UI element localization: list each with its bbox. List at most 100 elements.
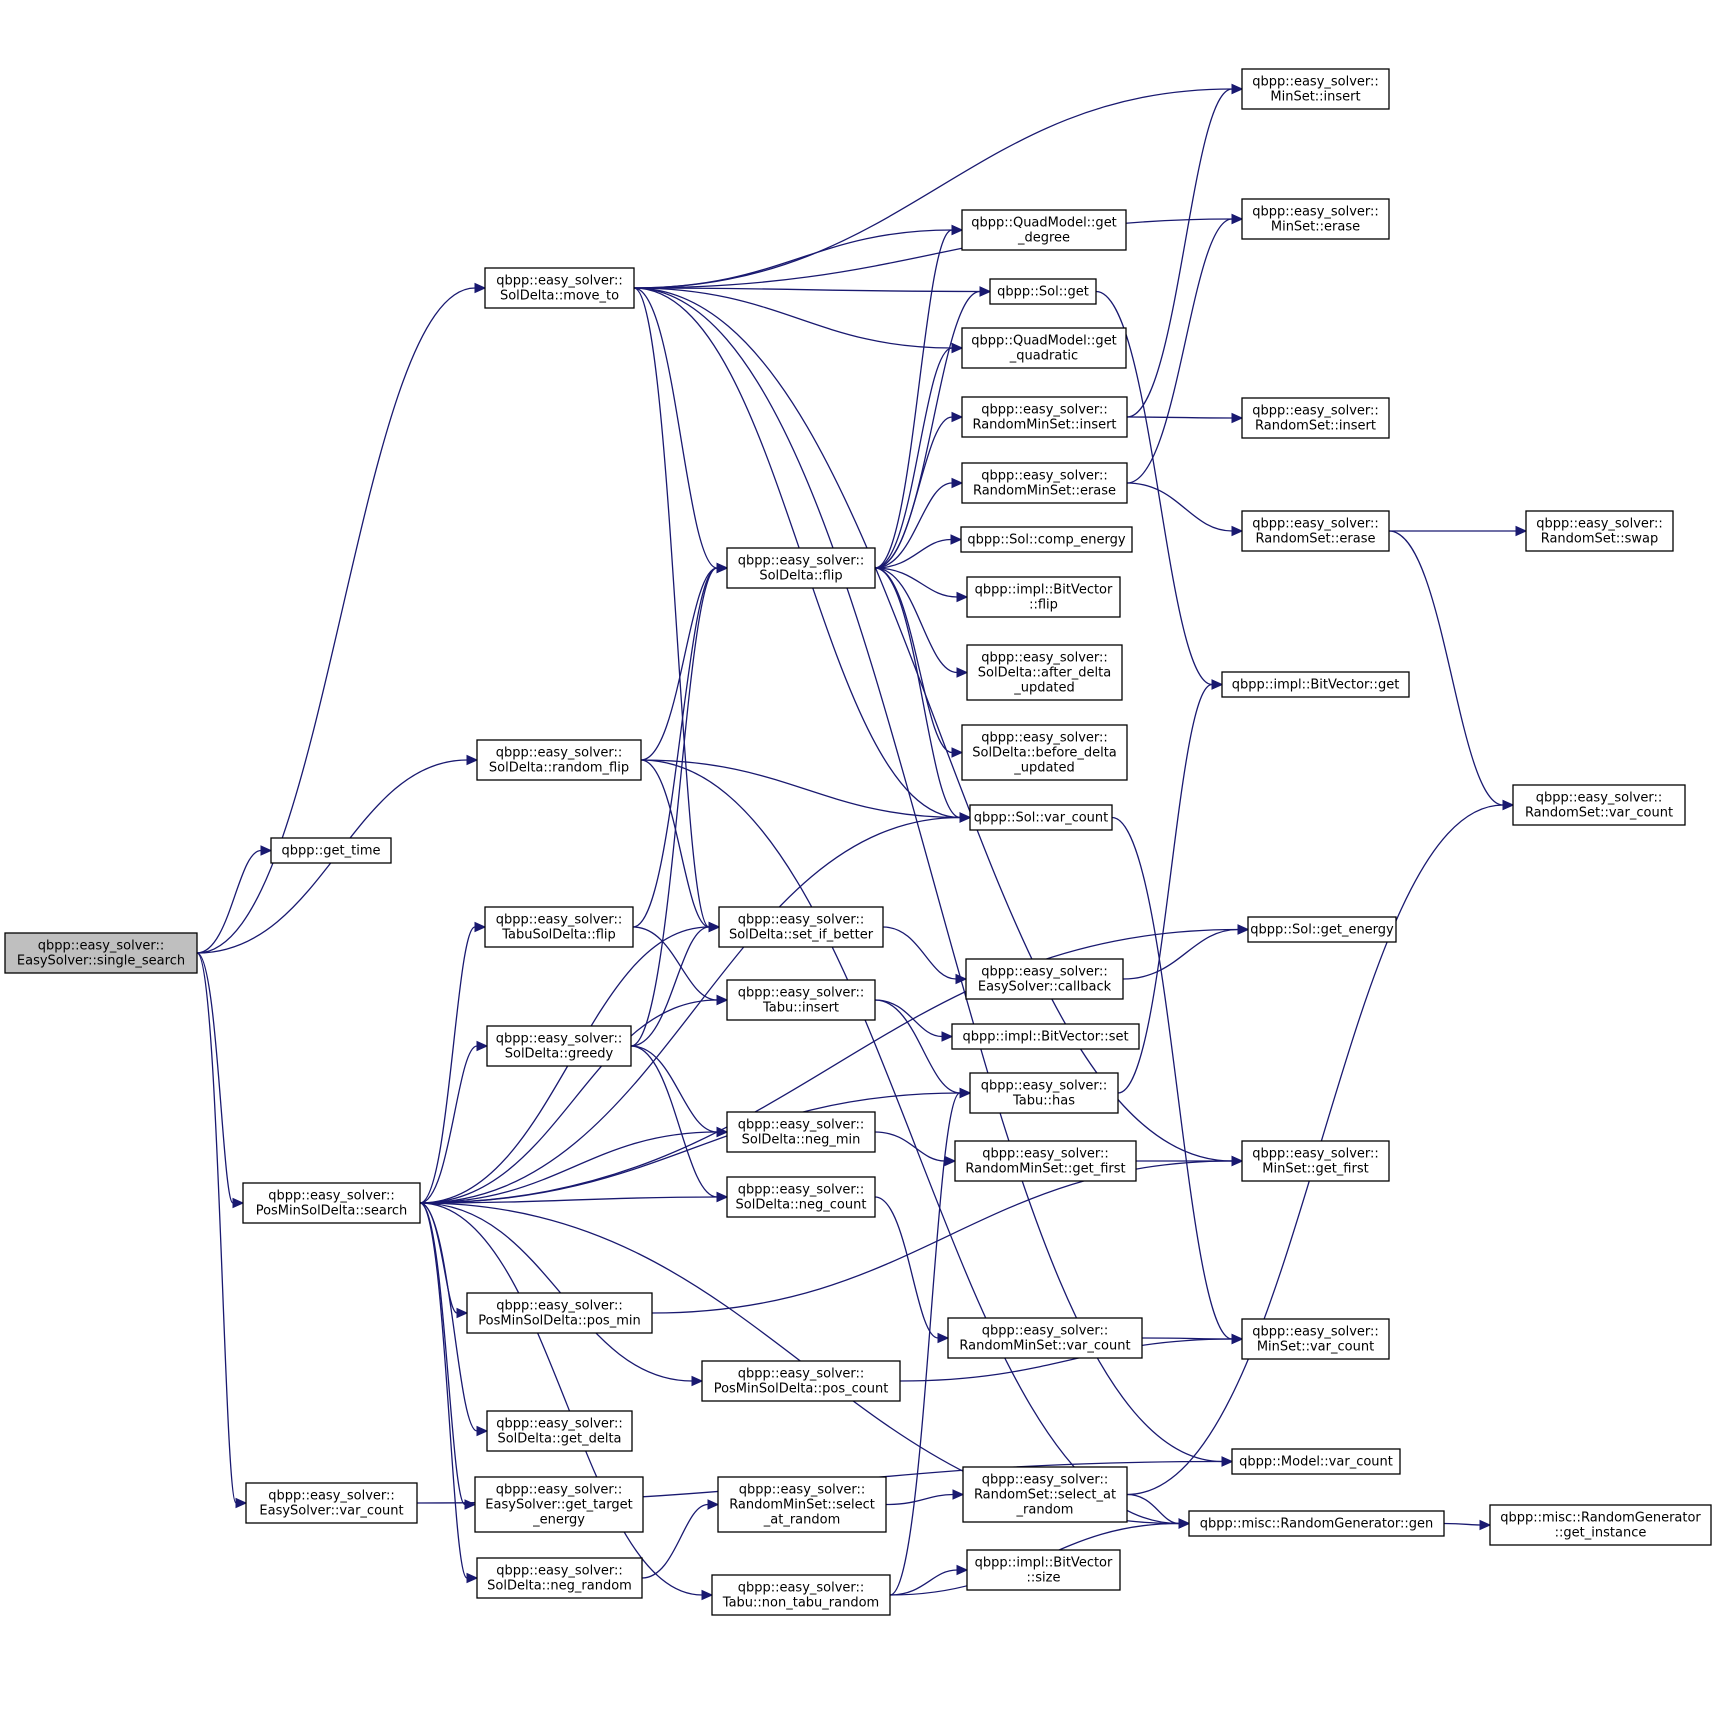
node-label-line: MinSet::get_first — [1262, 1162, 1368, 1177]
edge-move_to-to-ms_get_first — [633, 287, 1244, 1167]
edge-line — [874, 567, 958, 598]
node-rs_swap[interactable]: qbpp::easy_solver::RandomSet::swap — [1525, 510, 1674, 552]
node-label-line: qbpp::easy_solver:: — [1252, 517, 1379, 532]
node-set_if_better[interactable]: qbpp::easy_solver::SolDelta::set_if_bett… — [718, 906, 884, 948]
node-pos_min[interactable]: qbpp::easy_solver::PosMinSolDelta::pos_m… — [466, 1292, 653, 1334]
node-get_time[interactable]: qbpp::get_time — [270, 837, 392, 864]
node-label-line: SolDelta::move_to — [500, 289, 619, 304]
node-pos_count[interactable]: qbpp::easy_solver::PosMinSolDelta::pos_c… — [701, 1360, 901, 1402]
node-label-line: qbpp::impl::BitVector::set — [962, 1030, 1128, 1045]
arrowhead-icon — [951, 477, 964, 489]
node-sol_get[interactable]: qbpp::Sol::get — [989, 278, 1097, 305]
node-es_callback[interactable]: qbpp::easy_solver::EasySolver::callback — [965, 958, 1124, 1000]
node-label-line: SolDelta::neg_random — [487, 1579, 632, 1594]
node-move_to[interactable]: qbpp::easy_solver::SolDelta::move_to — [484, 267, 635, 309]
node-sol_var_count[interactable]: qbpp::Sol::var_count — [969, 804, 1113, 831]
edge-sd_flip-to-get_degree — [874, 224, 964, 569]
node-label-line: _energy — [532, 1513, 585, 1528]
node-bv_get[interactable]: qbpp::impl::BitVector::get — [1221, 671, 1410, 698]
edge-line — [633, 287, 1223, 1463]
node-neg_random[interactable]: qbpp::easy_solver::SolDelta::neg_random — [476, 1557, 643, 1599]
node-rs_var_count[interactable]: qbpp::easy_solver::RandomSet::var_count — [1512, 784, 1686, 826]
edge-line — [1388, 530, 1504, 806]
node-tabu_flip[interactable]: qbpp::easy_solver::TabuSolDelta::flip — [484, 906, 634, 948]
edge-line — [419, 1202, 693, 1382]
node-greedy[interactable]: qbpp::easy_solver::SolDelta::greedy — [486, 1025, 632, 1067]
node-single_search[interactable]: qbpp::easy_solver::EasySolver::single_se… — [4, 932, 198, 974]
node-rg_gen[interactable]: qbpp::misc::RandomGenerator::gen — [1188, 1510, 1445, 1537]
node-non_tabu_random[interactable]: qbpp::easy_solver::Tabu::non_tabu_random — [711, 1574, 891, 1616]
node-get_delta[interactable]: qbpp::easy_solver::SolDelta::get_delta — [486, 1410, 633, 1452]
node-pm_search[interactable]: qbpp::easy_solver::PosMinSolDelta::searc… — [242, 1182, 421, 1224]
arrowhead-icon — [1502, 799, 1515, 811]
node-ms_var_count[interactable]: qbpp::easy_solver::MinSet::var_count — [1241, 1318, 1390, 1360]
edge-line — [633, 287, 1233, 1162]
node-label-line: qbpp::impl::BitVector::get — [1232, 678, 1400, 693]
node-rs_select[interactable]: qbpp::easy_solver::RandomSet::select_at_… — [962, 1466, 1128, 1523]
edge-sd_flip-to-after_delta — [874, 567, 969, 678]
node-rg_get_instance[interactable]: qbpp::misc::RandomGenerator::get_instanc… — [1489, 1504, 1712, 1546]
node-label-line: RandomMinSet::insert — [972, 418, 1116, 433]
node-tabu_has[interactable]: qbpp::easy_solver::Tabu::has — [969, 1072, 1119, 1114]
edge-line — [633, 229, 953, 289]
node-comp_energy[interactable]: qbpp::Sol::comp_energy — [960, 526, 1133, 553]
edge-line — [1443, 1522, 1481, 1526]
node-label-line: qbpp::easy_solver:: — [738, 913, 865, 928]
node-rms_select[interactable]: qbpp::easy_solver::RandomMinSet::select_… — [717, 1476, 887, 1533]
nodes-layer: qbpp::easy_solver::EasySolver::single_se… — [4, 68, 1712, 1616]
node-rms_erase[interactable]: qbpp::easy_solver::RandomMinSet::erase — [961, 462, 1128, 504]
node-bv_size[interactable]: qbpp::impl::BitVector::size — [966, 1549, 1121, 1591]
node-label-line: RandomMinSet::get_first — [965, 1162, 1125, 1177]
node-tabu_insert[interactable]: qbpp::easy_solver::Tabu::insert — [726, 979, 876, 1021]
node-bv_set[interactable]: qbpp::impl::BitVector::set — [951, 1023, 1140, 1050]
edge-non_tabu_random-to-bv_size — [889, 1564, 969, 1596]
node-label-line: qbpp::QuadModel::get — [971, 334, 1117, 349]
node-label-line: qbpp::misc::RandomGenerator::gen — [1200, 1517, 1434, 1532]
node-label-line: qbpp::impl::BitVector — [975, 1556, 1113, 1571]
node-ms_insert[interactable]: qbpp::easy_solver::MinSet::insert — [1241, 68, 1390, 110]
node-before_delta[interactable]: qbpp::easy_solver::SolDelta::before_delt… — [961, 724, 1128, 781]
node-get_degree[interactable]: qbpp::QuadModel::get_degree — [961, 209, 1127, 251]
node-label-line: qbpp::easy_solver:: — [1252, 404, 1379, 419]
node-es_var_count[interactable]: qbpp::easy_solver::EasySolver::var_count — [245, 1482, 418, 1524]
edge-single_search-to-move_to — [196, 282, 487, 954]
node-label-line: qbpp::easy_solver:: — [1536, 791, 1663, 806]
node-rs_erase[interactable]: qbpp::easy_solver::RandomSet::erase — [1241, 510, 1390, 552]
node-sol_get_energy[interactable]: qbpp::Sol::get_energy — [1247, 916, 1397, 943]
node-label-line: qbpp::Sol::var_count — [974, 811, 1109, 826]
node-label-line: qbpp::misc::RandomGenerator — [1500, 1511, 1701, 1526]
edge-sd_flip-to-comp_energy — [874, 534, 963, 569]
node-rms_insert[interactable]: qbpp::easy_solver::RandomMinSet::insert — [961, 396, 1128, 438]
node-label-line: ::size — [1027, 1571, 1061, 1586]
node-neg_count[interactable]: qbpp::easy_solver::SolDelta::neg_count — [726, 1176, 876, 1218]
node-label-line: qbpp::easy_solver:: — [38, 939, 165, 954]
node-get_quadratic[interactable]: qbpp::QuadModel::get_quadratic — [961, 327, 1127, 369]
node-bv_flip[interactable]: qbpp::impl::BitVector::flip — [966, 576, 1121, 618]
edge-pm_search-to-pos_count — [419, 1202, 704, 1387]
node-label-line: qbpp::easy_solver:: — [738, 1581, 865, 1596]
node-neg_min[interactable]: qbpp::easy_solver::SolDelta::neg_min — [726, 1111, 876, 1153]
node-rms_var_count[interactable]: qbpp::easy_solver::RandomMinSet::var_cou… — [947, 1317, 1143, 1359]
node-after_delta[interactable]: qbpp::easy_solver::SolDelta::after_delta… — [966, 644, 1123, 701]
node-model_var_count[interactable]: qbpp::Model::var_count — [1231, 1448, 1401, 1475]
node-ms_erase[interactable]: qbpp::easy_solver::MinSet::erase — [1241, 198, 1390, 240]
arrowhead-icon — [956, 1564, 969, 1576]
node-label-line: qbpp::easy_solver:: — [268, 1189, 395, 1204]
node-box — [726, 1111, 876, 1153]
node-ms_get_first[interactable]: qbpp::easy_solver::MinSet::get_first — [1241, 1140, 1390, 1182]
edge-rms_erase-to-ms_erase — [1126, 213, 1244, 484]
node-box — [701, 1360, 901, 1402]
node-rs_insert[interactable]: qbpp::easy_solver::RandomSet::insert — [1241, 397, 1390, 439]
node-label-line: qbpp::Sol::get — [997, 285, 1089, 300]
node-label-line: PosMinSolDelta::pos_count — [714, 1382, 889, 1397]
arrowhead-icon — [950, 534, 963, 545]
node-random_flip[interactable]: qbpp::easy_solver::SolDelta::random_flip — [476, 739, 642, 781]
edge-line — [419, 1202, 468, 1579]
node-get_target_energy[interactable]: qbpp::easy_solver::EasySolver::get_targe… — [474, 1476, 644, 1533]
edge-line — [874, 567, 953, 754]
node-label-line: RandomMinSet::select — [729, 1498, 875, 1513]
edge-line — [1126, 218, 1233, 484]
node-rms_get_first[interactable]: qbpp::easy_solver::RandomMinSet::get_fir… — [954, 1140, 1137, 1182]
node-sd_flip[interactable]: qbpp::easy_solver::SolDelta::flip — [726, 547, 876, 589]
arrowhead-icon — [474, 282, 487, 294]
